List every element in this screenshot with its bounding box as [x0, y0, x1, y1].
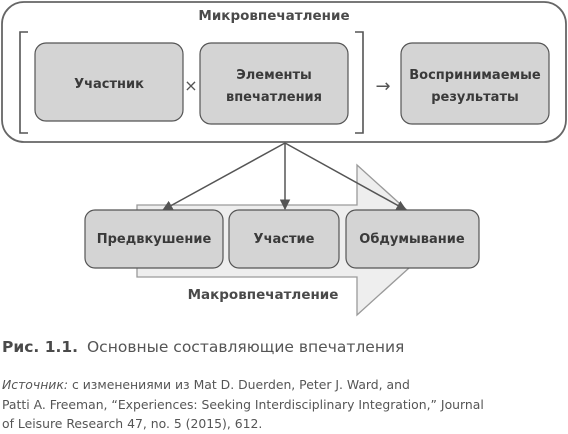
participant-box	[34, 42, 184, 122]
elements-box	[199, 42, 349, 125]
experience-diagram: Микровпечатление Участник × Элементы впе…	[1, 1, 567, 317]
times-icon: ×	[184, 76, 197, 95]
source-line-1: Источник: с изменениями из Mat D. Duerde…	[2, 375, 568, 395]
connector-arrow-left	[162, 142, 286, 211]
source-lead: Источник:	[2, 377, 69, 392]
macro-title: Макровпечатление	[188, 287, 339, 303]
elements-label: Элементы	[236, 68, 312, 83]
source-note: Источник: с изменениями из Mat D. Duerde…	[2, 375, 568, 434]
figure-caption-text: Основные составляющие впечатления	[86, 338, 405, 356]
right-arrow-icon: →	[375, 76, 390, 97]
source-line-3: of Leisure Research 47, no. 5 (2015), 61…	[2, 416, 263, 431]
results-box	[400, 42, 550, 125]
source-line-1-text: с изменениями из Mat D. Duerden, Peter J…	[68, 377, 410, 392]
phase-label-participation: Участие	[254, 232, 315, 247]
figure-caption: Рис. 1.1. Основные составляющие впечатле…	[2, 338, 568, 356]
source-line-2: Patti A. Freeman, “Experiences: Seeking …	[2, 396, 484, 412]
connector-arrow-right	[284, 142, 407, 211]
phase-box-anticipation	[84, 209, 224, 269]
micro-bracket	[19, 31, 364, 134]
phase-box-reflection	[345, 209, 480, 269]
elements-label-line2: впечатления	[226, 90, 322, 105]
phase-label-anticipation: Предвкушение	[97, 232, 212, 247]
results-label: Воспринимаемые	[409, 68, 541, 83]
micro-title: Микровпечатление	[198, 8, 349, 24]
participant-label: Участник	[74, 77, 144, 92]
phase-label-reflection: Обдумывание	[359, 232, 465, 247]
results-label-line2: результаты	[431, 90, 519, 105]
phase-box-participation	[228, 209, 340, 269]
figure-label: Рис. 1.1.	[2, 338, 79, 356]
